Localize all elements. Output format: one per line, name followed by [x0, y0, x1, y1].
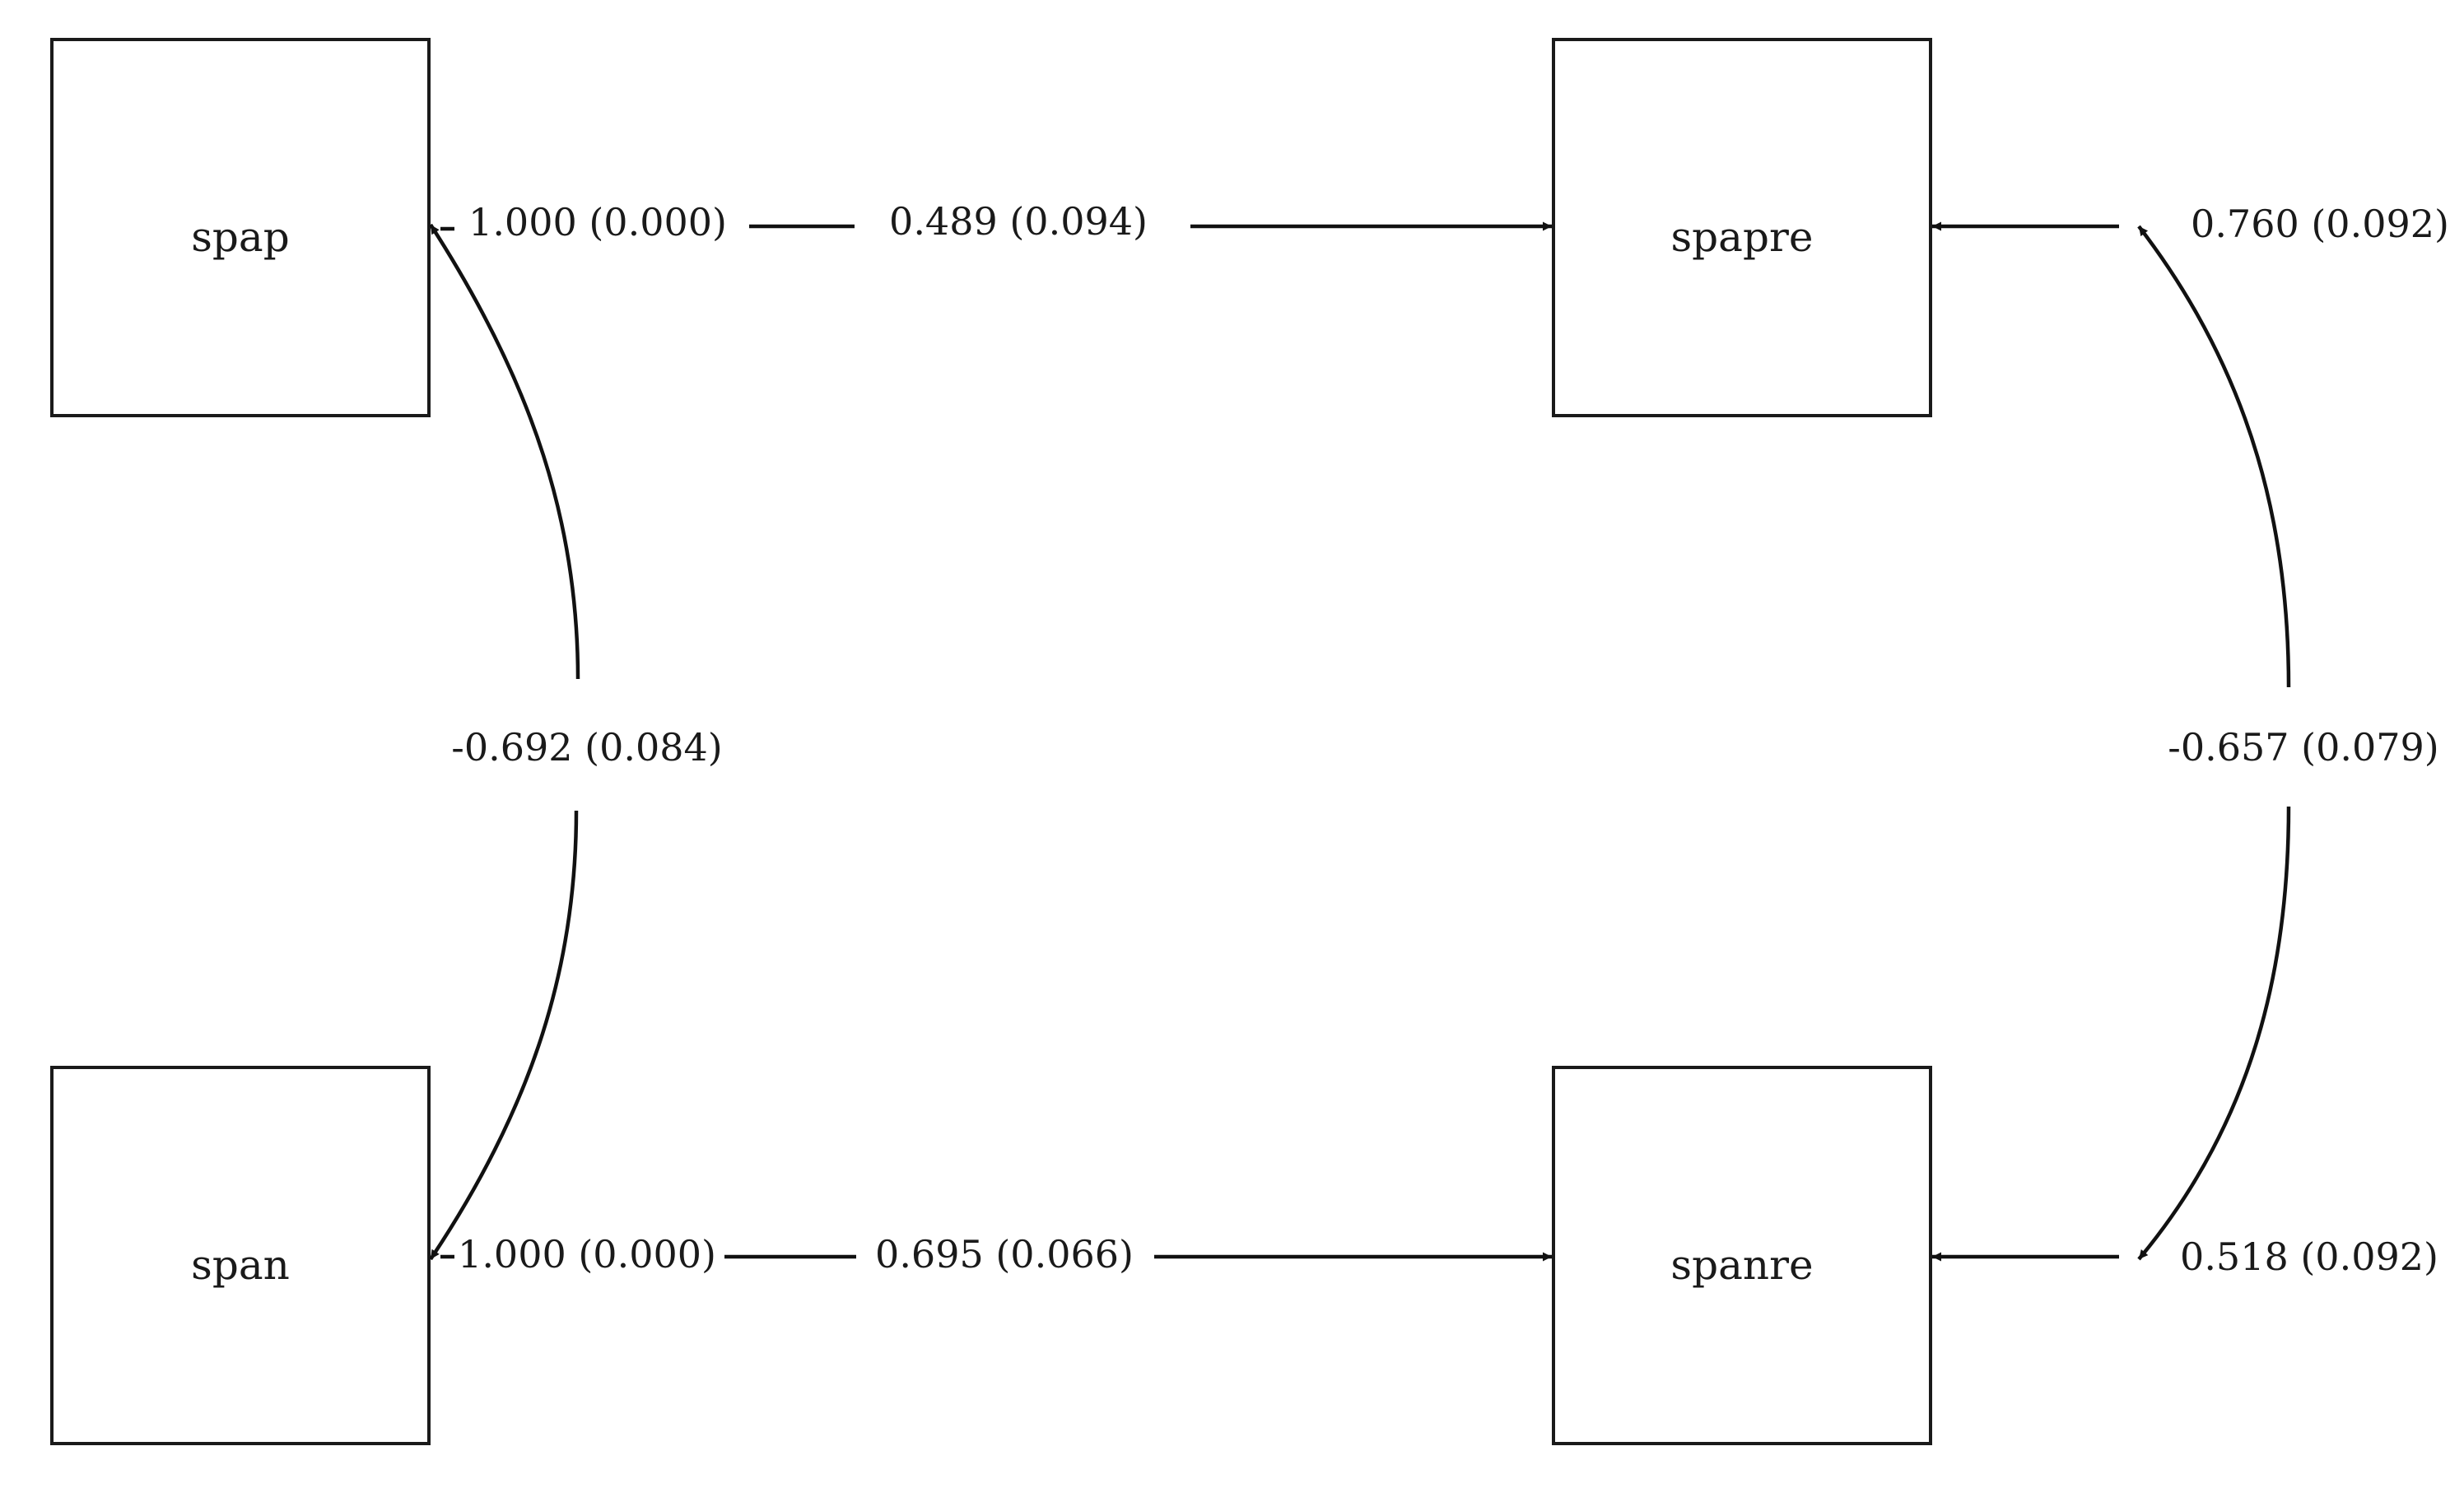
edge-spap-span-cov-lower	[429, 810, 579, 1261]
edge-spapre-resid-label: 0.760 (0.092)	[2191, 202, 2449, 246]
edge-span-spanre-label: 0.695 (0.066)	[875, 1232, 1134, 1276]
node-spap-box	[50, 38, 431, 417]
node-spap-label: spap	[191, 213, 289, 261]
edge-spap-spapre: 0.489 (0.094)	[749, 199, 1552, 244]
edge-span-spanre: 0.695 (0.066)	[724, 1232, 1552, 1276]
node-spapre-label: spapre	[1671, 213, 1814, 261]
edge-spapre-spanre-cov-lower	[2137, 806, 2291, 1261]
edge-spap-span-cov-label: -0.692 (0.084)	[451, 725, 722, 770]
edge-spap-self-label: 1.000 (0.000)	[468, 200, 727, 244]
edge-spanre-resid: 0.518 (0.092)	[1932, 1235, 2438, 1279]
node-spanre-box	[1552, 1066, 1932, 1445]
edge-spap-span-cov: -0.692 (0.084)	[429, 223, 723, 1261]
node-spanre: spanre	[1552, 1066, 1932, 1445]
node-span: span	[50, 1066, 431, 1445]
node-spap: spap	[50, 38, 431, 417]
edge-spapre-spanre-cov-upper	[2137, 225, 2291, 688]
edge-spap-span-cov-upper	[429, 223, 580, 680]
node-span-label: span	[191, 1241, 290, 1289]
node-spapre: spapre	[1552, 38, 1932, 417]
edge-spapre-spanre-cov-label: -0.657 (0.079)	[2168, 725, 2438, 770]
node-spanre-label: spanre	[1670, 1241, 1813, 1289]
edge-span-self: 1.000 (0.000)	[440, 1232, 716, 1276]
edge-spap-spapre-label: 0.489 (0.094)	[889, 199, 1148, 244]
edge-spap-self: 1.000 (0.000)	[440, 200, 727, 244]
node-span-box	[50, 1066, 431, 1445]
edge-spanre-resid-label: 0.518 (0.092)	[2180, 1235, 2438, 1279]
edge-span-self-label: 1.000 (0.000)	[458, 1232, 716, 1276]
edge-spapre-spanre-cov: -0.657 (0.079)	[2137, 225, 2439, 1261]
edge-spapre-resid: 0.760 (0.092)	[1932, 202, 2449, 246]
node-spapre-box	[1552, 38, 1932, 417]
